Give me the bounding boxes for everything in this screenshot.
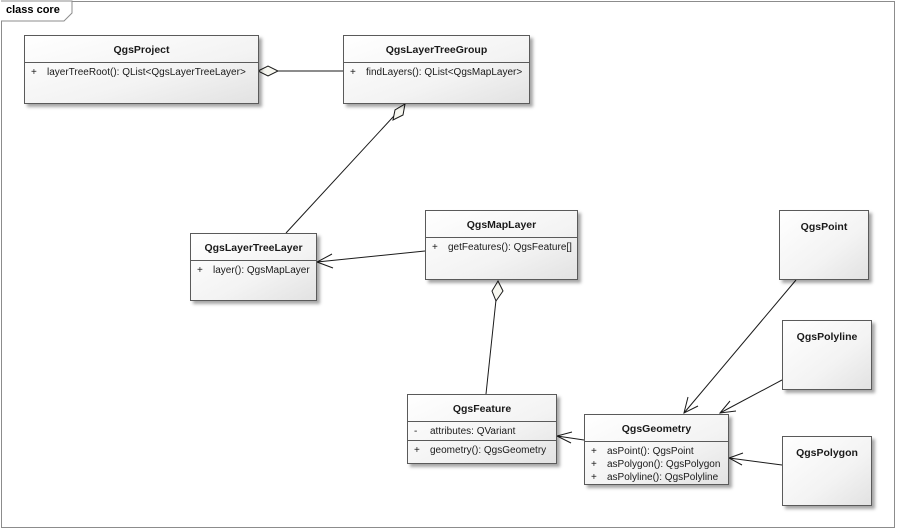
operations-compartment: + getFeatures(): QgsFeature[] bbox=[426, 237, 577, 256]
class-qgspoint[interactable]: QgsPoint bbox=[779, 210, 869, 280]
arrowhead-treelayer bbox=[315, 253, 334, 269]
operation-text: findLayers(): QList<QgsMapLayer> bbox=[366, 67, 523, 78]
relation-treelayer-group bbox=[285, 103, 406, 234]
operation-text: layerTreeRoot(): QList<QgsLayerTreeLayer… bbox=[47, 67, 246, 78]
arrowhead-geometry-from-polygon bbox=[727, 452, 744, 466]
operation-row: + layerTreeRoot(): QList<QgsLayerTreeLay… bbox=[29, 66, 254, 79]
attributes-compartment: - attributes: QVariant bbox=[408, 421, 556, 440]
arrowhead-geometry-from-point bbox=[683, 396, 699, 414]
class-qgsfeature[interactable]: QgsFeature - attributes: QVariant + geom… bbox=[407, 394, 557, 464]
operation-text: getFeatures(): QgsFeature[] bbox=[448, 242, 572, 253]
class-name: QgsMapLayer bbox=[466, 219, 537, 231]
relation-maplayer-treelayer bbox=[316, 250, 426, 263]
relation-polygon-geometry bbox=[728, 457, 783, 466]
operation-row: + layer(): QgsMapLayer bbox=[195, 264, 312, 277]
visibility-marker: + bbox=[432, 242, 438, 253]
class-name: QgsPolyline bbox=[796, 331, 858, 343]
class-name: QgsPolygon bbox=[796, 447, 858, 459]
operation-text: asPolygon(): QgsPolygon bbox=[607, 459, 721, 470]
relation-point-geometry bbox=[683, 279, 797, 414]
operations-compartment: + asPoint(): QgsPoint + asPolygon(): Qgs… bbox=[585, 441, 728, 486]
visibility-marker: + bbox=[591, 459, 597, 470]
aggregation-diamond-maplayer bbox=[491, 279, 504, 303]
class-qgsgeometry[interactable]: QgsGeometry + asPoint(): QgsPoint + asPo… bbox=[584, 414, 729, 485]
operations-compartment: + findLayers(): QList<QgsMapLayer> bbox=[344, 62, 529, 81]
class-name: QgsPoint bbox=[800, 221, 848, 233]
class-name: QgsGeometry bbox=[621, 423, 692, 435]
operation-row: + findLayers(): QList<QgsMapLayer> bbox=[348, 66, 525, 79]
visibility-marker: - bbox=[414, 426, 418, 437]
class-name: QgsProject bbox=[113, 44, 170, 56]
operation-row: + asPolygon(): QgsPolygon bbox=[589, 458, 724, 471]
visibility-marker: + bbox=[197, 265, 203, 276]
class-qgspolyline[interactable]: QgsPolyline bbox=[782, 320, 872, 390]
visibility-marker: + bbox=[591, 446, 597, 457]
relation-polyline-geometry bbox=[719, 379, 783, 414]
frame-tab bbox=[1, 0, 73, 22]
operation-text: asPolyline(): QgsPolyline bbox=[607, 472, 719, 483]
operation-row: + getFeatures(): QgsFeature[] bbox=[430, 241, 573, 254]
operation-row: + asPolyline(): QgsPolyline bbox=[589, 471, 724, 484]
class-qgslayertreegroup[interactable]: QgsLayerTreeGroup + findLayers(): QList<… bbox=[343, 35, 530, 104]
visibility-marker: + bbox=[414, 445, 420, 456]
class-qgsproject[interactable]: QgsProject + layerTreeRoot(): QList<QgsL… bbox=[24, 35, 259, 104]
visibility-marker: + bbox=[591, 472, 597, 483]
class-qgspolygon[interactable]: QgsPolygon bbox=[782, 436, 872, 506]
arrowhead-geometry-from-polyline bbox=[718, 400, 737, 414]
visibility-marker: + bbox=[350, 67, 356, 78]
operation-text: asPoint(): QgsPoint bbox=[607, 446, 694, 457]
attribute-text: attributes: QVariant bbox=[430, 426, 516, 437]
relation-geometry-feature bbox=[556, 435, 585, 441]
class-name: QgsFeature bbox=[452, 403, 512, 415]
class-name: QgsLayerTreeLayer bbox=[204, 242, 303, 254]
operation-row: + geometry(): QgsGeometry bbox=[412, 444, 552, 457]
class-name: QgsLayerTreeGroup bbox=[385, 44, 488, 56]
attribute-row: - attributes: QVariant bbox=[412, 425, 552, 438]
aggregation-diamond-group bbox=[392, 103, 406, 121]
aggregation-diamond-project bbox=[256, 65, 280, 77]
operation-text: layer(): QgsMapLayer bbox=[213, 265, 310, 276]
operation-text: geometry(): QgsGeometry bbox=[430, 445, 547, 456]
class-qgslayertreelayer[interactable]: QgsLayerTreeLayer + layer(): QgsMapLayer bbox=[190, 233, 317, 301]
frame-label: class core bbox=[6, 4, 60, 16]
class-qgsmaplayer[interactable]: QgsMapLayer + getFeatures(): QgsFeature[… bbox=[425, 210, 578, 280]
operations-compartment: + layer(): QgsMapLayer bbox=[191, 260, 316, 279]
operations-compartment: + layerTreeRoot(): QList<QgsLayerTreeLay… bbox=[25, 62, 258, 81]
arrowhead-feature bbox=[555, 431, 573, 444]
operation-row: + asPoint(): QgsPoint bbox=[589, 445, 724, 458]
operations-compartment: + geometry(): QgsGeometry bbox=[408, 440, 556, 459]
visibility-marker: + bbox=[31, 67, 37, 78]
